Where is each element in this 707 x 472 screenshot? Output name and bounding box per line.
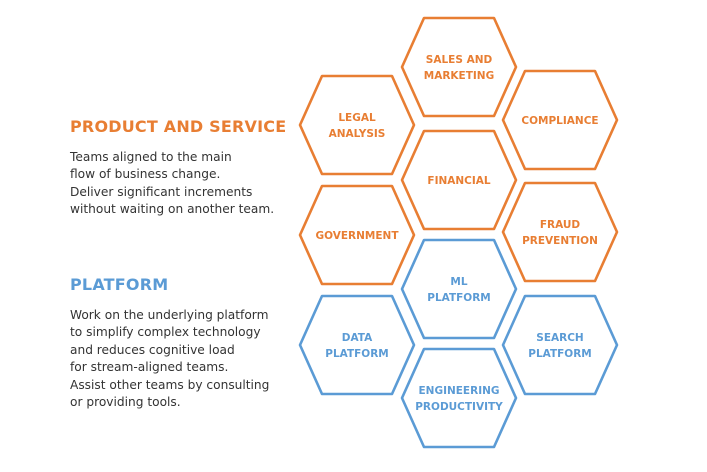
hexagon-outline xyxy=(400,347,518,449)
hexagon-label: FRAUD xyxy=(540,219,581,231)
hexagon-label: PREVENTION xyxy=(522,235,598,247)
hexagon-label: MARKETING xyxy=(424,70,494,82)
hexagon-outline xyxy=(501,181,619,283)
description-line: for stream-aligned teams. xyxy=(70,360,229,375)
hexagon-label: PLATFORM xyxy=(528,348,592,360)
hexagon-engineering-productivity: ENGINEERING PRODUCTIVITY xyxy=(400,347,518,449)
hexagon-legal-analysis: LEGAL ANALYSIS xyxy=(298,74,416,176)
description-line: flow of business change. xyxy=(70,167,221,182)
product-and-service-description: Teams aligned to the main flow of busine… xyxy=(70,149,286,219)
product-and-service-section: PRODUCT AND SERVICE Teams aligned to the… xyxy=(70,117,286,219)
hexagon-outline xyxy=(298,184,416,286)
hexagon-sales-and-marketing: SALES AND MARKETING xyxy=(400,16,518,118)
hexagon-label: ANALYSIS xyxy=(329,128,386,140)
hexagon-label: GOVERNMENT xyxy=(315,230,399,242)
hexagon-outline xyxy=(400,129,518,231)
hexagon-label: LEGAL xyxy=(338,112,376,124)
product-and-service-title: PRODUCT AND SERVICE xyxy=(70,117,287,136)
hexagon-outline xyxy=(298,294,416,396)
description-line: Assist other teams by consulting xyxy=(70,377,270,392)
hexagon-label: COMPLIANCE xyxy=(521,115,598,127)
platform-section: PLATFORM Work on the underlying platform… xyxy=(70,275,269,411)
description-line: or providing tools. xyxy=(70,395,181,410)
description-line: and reduces cognitive load xyxy=(70,342,235,357)
description-line: Work on the underlying platform xyxy=(70,308,269,322)
hexagon-ml-platform: ML PLATFORM xyxy=(400,238,518,340)
description-line: without waiting on another team. xyxy=(70,202,275,217)
hexagon-label: DATA xyxy=(342,332,373,344)
hexagon-fraud-prevention: FRAUD PREVENTION xyxy=(501,181,619,283)
description-line: to simplify complex technology xyxy=(70,325,261,340)
hexagon-label: PRODUCTIVITY xyxy=(415,401,503,413)
hexagon-outline xyxy=(501,294,619,396)
hexagon-label: SEARCH xyxy=(536,332,583,344)
description-line: Teams aligned to the main xyxy=(70,150,232,164)
platform-description: Work on the underlying platform to simpl… xyxy=(70,307,269,411)
hexagon-outline xyxy=(400,16,518,118)
hexagon-outline xyxy=(501,69,619,171)
hexagon-outline xyxy=(400,238,518,340)
hexagon-government: GOVERNMENT xyxy=(298,184,416,286)
hexagon-compliance: COMPLIANCE xyxy=(501,69,619,171)
hexagon-financial: FINANCIAL xyxy=(400,129,518,231)
hexagon-label: ML xyxy=(450,276,467,288)
hexagon-label: PLATFORM xyxy=(325,348,389,360)
hexagon-label: FINANCIAL xyxy=(427,175,491,187)
hexagon-search-platform: SEARCH PLATFORM xyxy=(501,294,619,396)
hexagon-label: ENGINEERING xyxy=(418,385,499,397)
hexagon-data-platform: DATA PLATFORM xyxy=(298,294,416,396)
hexagon-outline xyxy=(298,74,416,176)
hexagon-label: PLATFORM xyxy=(427,292,491,304)
description-line: Deliver significant increments xyxy=(70,184,253,199)
platform-title: PLATFORM xyxy=(70,275,169,294)
hexagon-label: SALES AND xyxy=(426,54,493,66)
